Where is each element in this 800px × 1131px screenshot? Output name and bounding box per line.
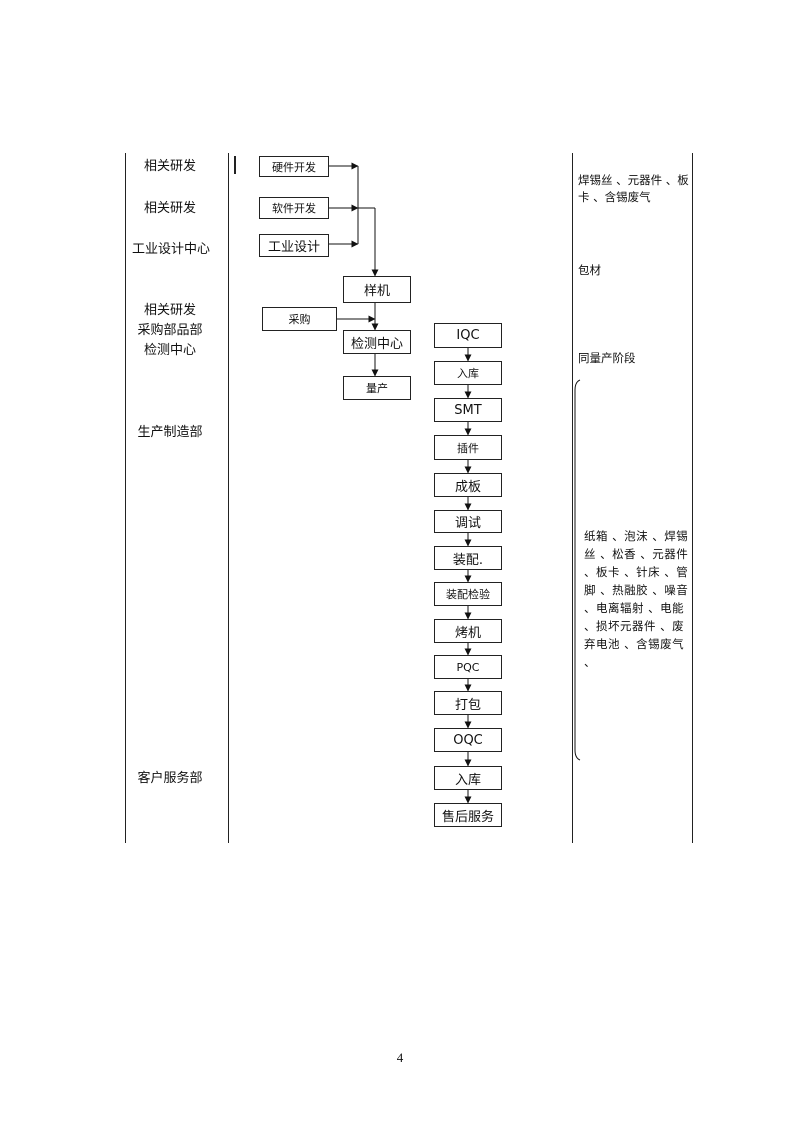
box-prototype: 样机 <box>343 276 411 303</box>
page-number: 4 <box>396 1050 404 1065</box>
box-debug: 调试 <box>434 510 502 533</box>
column-border-left <box>125 153 126 843</box>
box-warehouse-in-1: 入库 <box>434 361 502 385</box>
box-burn-in: 烤机 <box>434 619 502 643</box>
box-warehouse-in-2: 入库 <box>434 766 502 790</box>
note-production-pollutants: 纸箱 、泡沫 、焊锡丝 、松香 、元器件 、板卡 、针床 、管脚 、热融胶 、噪… <box>584 529 689 669</box>
note-same-as-mass: 同量产阶段 <box>578 351 636 365</box>
box-assembly: 装配. <box>434 546 502 570</box>
dept-rnd-purchase-qc: 相关研发 采购部品部 检测中心 <box>137 303 203 358</box>
column-border-right <box>692 153 693 843</box>
box-after-sales: 售后服务 <box>434 803 502 827</box>
dept-production: 生产制造部 <box>137 425 203 440</box>
box-insertion: 插件 <box>434 435 502 460</box>
box-software-dev: 软件开发 <box>259 197 329 219</box>
note-packaging: 包材 <box>578 263 601 277</box>
box-board: 成板 <box>434 473 502 497</box>
box-hardware-dev: 硬件开发 <box>259 156 329 177</box>
box-oqc: OQC <box>434 728 502 752</box>
box-industrial-design: 工业设计 <box>259 234 329 257</box>
box-smt: SMT <box>434 398 502 422</box>
box-iqc: IQC <box>434 323 502 348</box>
dept-customer-service: 客户服务部 <box>137 771 203 786</box>
production-notes-brace <box>574 379 581 761</box>
box-pqc: PQC <box>434 655 502 679</box>
dept-industrial-design: 工业设计中心 <box>131 242 210 257</box>
note-rnd-pollutants: 焊锡丝 、元器件 、板卡 、含锡废气 <box>578 173 689 204</box>
box-purchase: 采购 <box>262 307 337 331</box>
dept-rnd-1: 相关研发 <box>143 159 196 174</box>
box-mass-production: 量产 <box>343 376 411 400</box>
dept-rnd-2: 相关研发 <box>143 201 196 216</box>
box-inspection-center: 检测中心 <box>343 330 411 354</box>
text-cursor-mark <box>234 156 236 174</box>
column-border-notes <box>572 153 573 843</box>
box-packing: 打包 <box>434 691 502 715</box>
box-assembly-inspect: 装配检验 <box>434 582 502 606</box>
column-border-dept <box>228 153 229 843</box>
